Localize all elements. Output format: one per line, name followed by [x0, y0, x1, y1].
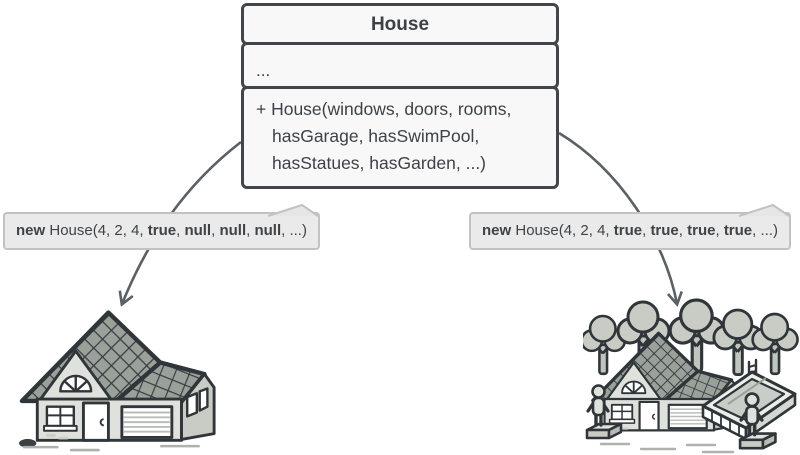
swimming-pool-icon	[701, 358, 797, 441]
house-icon	[19, 313, 214, 448]
class-fields-placeholder: ...	[241, 42, 559, 89]
note-fold-corner	[267, 203, 319, 217]
constructor-call-code-left: new House(4, 2, 4, true, null, null, nul…	[16, 222, 307, 239]
constructor-call-code-right: new House(4, 2, 4, true, true, true, tru…	[482, 222, 778, 239]
arrow-to-full-house	[558, 131, 677, 304]
class-constructor-signature: + House(windows, doors, rooms,hasGarage,…	[241, 86, 559, 189]
ground-strokes	[22, 444, 200, 452]
ground-strokes	[599, 442, 735, 454]
note-fold-corner	[738, 203, 790, 217]
full-house-illustration	[583, 298, 799, 454]
uml-class-box: House ... + House(windows, doors, rooms,…	[241, 3, 559, 189]
class-name: House	[241, 3, 559, 45]
simple-house-illustration	[14, 300, 240, 452]
constructor-call-note-right: new House(4, 2, 4, true, true, true, tru…	[469, 203, 791, 250]
constructor-call-note-left: new House(4, 2, 4, true, null, null, nul…	[3, 203, 320, 250]
